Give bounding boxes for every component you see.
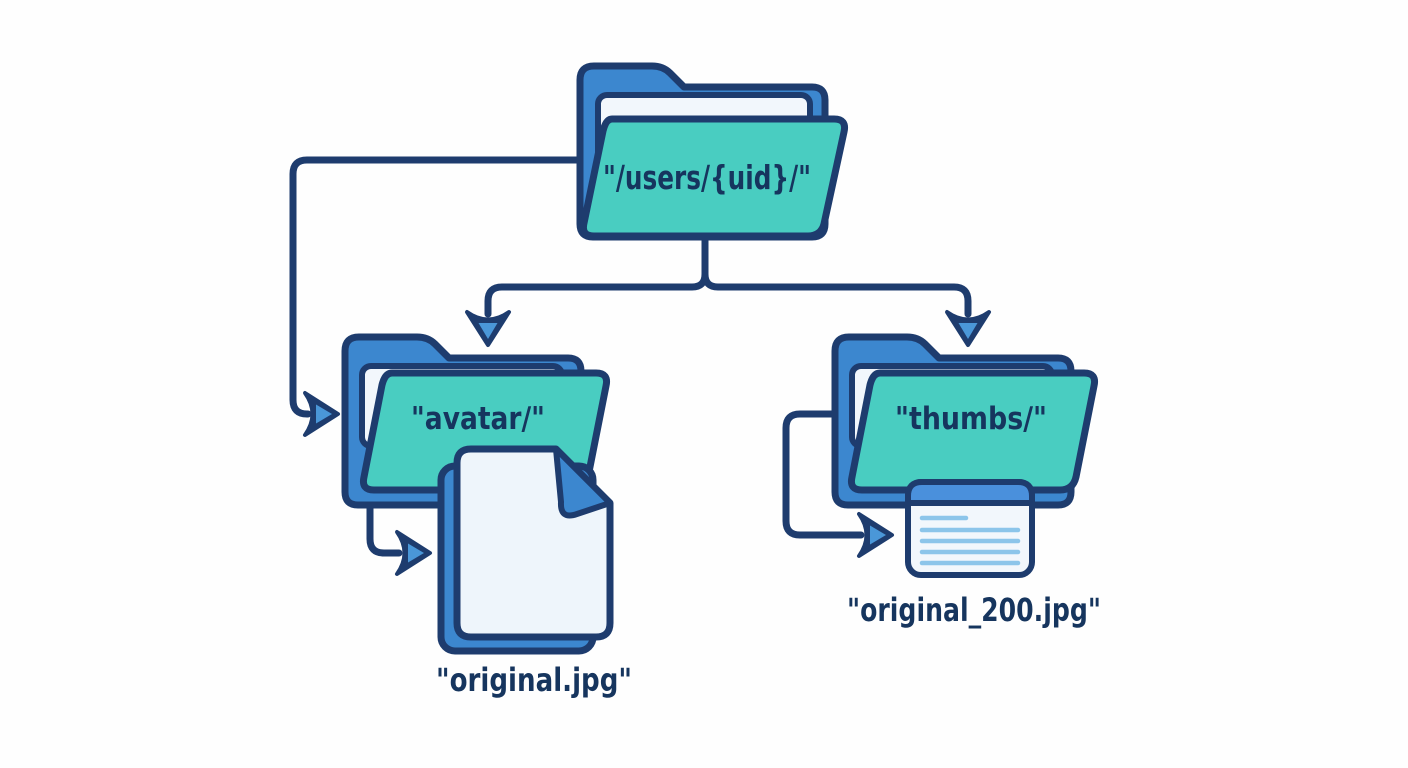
- edge-thumbs-to-thumb-file: [782, 410, 894, 558]
- thumbs-folder-label: "thumbs/": [895, 401, 1047, 437]
- folder-flap-icon: [580, 115, 848, 240]
- root-folder-label: "/users/{uid}/": [603, 158, 811, 197]
- avatar-folder-label: "avatar/": [411, 401, 545, 437]
- thumb-file-node: "original_200.jpg": [847, 479, 1101, 629]
- edge-avatar-to-original-file: [366, 485, 432, 576]
- thumb-file-label: "original_200.jpg": [847, 591, 1101, 629]
- thumbnail-card-header-icon: [905, 479, 1035, 506]
- document-fold-corner-icon: [553, 446, 613, 519]
- edge-root-to-avatar-left: [289, 156, 586, 437]
- folder-flap-icon: [848, 369, 1098, 494]
- thumbnail-card-text-lines: [919, 515, 1021, 566]
- root-folder-node: "/users/{uid}/": [576, 62, 848, 241]
- original-file-label: "original.jpg": [436, 661, 632, 699]
- edge-root-to-avatar-branch: [465, 233, 709, 347]
- thumbs-folder-node: "thumbs/": [831, 333, 1098, 509]
- original-file-node: "original.jpg": [436, 445, 632, 699]
- edge-root-to-thumbs-branch: [701, 233, 991, 347]
